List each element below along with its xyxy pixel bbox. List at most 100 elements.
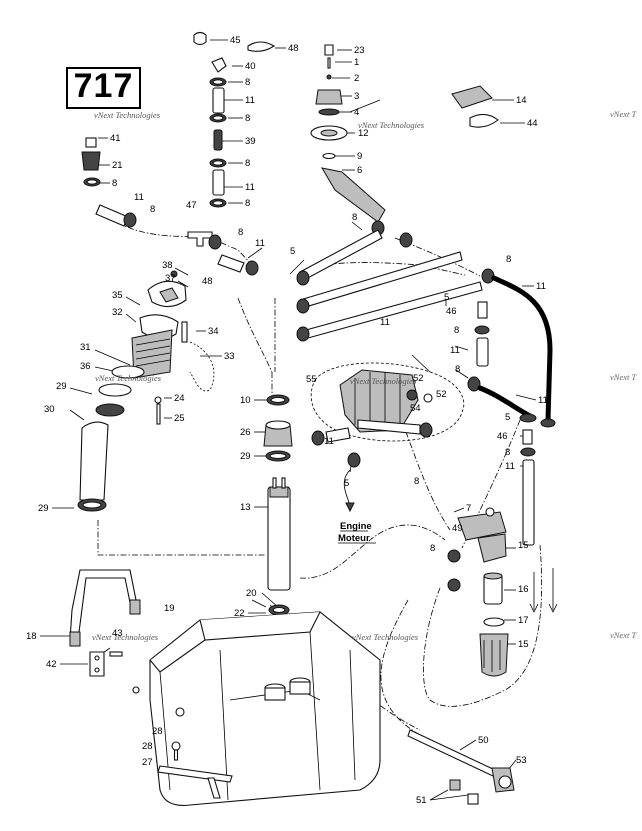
svg-text:vNext T: vNext T bbox=[610, 630, 637, 640]
callout-5: 5 bbox=[505, 412, 510, 423]
callout-44: 44 bbox=[527, 118, 538, 129]
callout-22: 22 bbox=[234, 608, 245, 619]
callout-51: 51 bbox=[416, 795, 427, 806]
callout-8: 8 bbox=[245, 113, 250, 124]
callout-11: 11 bbox=[255, 238, 265, 249]
callout-10: 10 bbox=[240, 395, 251, 406]
callout-42: 42 bbox=[46, 659, 57, 670]
callout-53: 53 bbox=[516, 755, 527, 766]
callout-8: 8 bbox=[505, 447, 510, 458]
callout-14: 14 bbox=[516, 95, 527, 106]
callout-8: 8 bbox=[238, 227, 243, 238]
callout-5: 5 bbox=[344, 478, 349, 489]
callout-11: 11 bbox=[245, 182, 255, 193]
callout-28: 28 bbox=[152, 726, 163, 737]
callout-45: 45 bbox=[230, 35, 241, 46]
callout-17: 17 bbox=[518, 615, 529, 626]
callout-20: 20 bbox=[246, 588, 257, 599]
callout-24: 24 bbox=[174, 393, 185, 404]
callout-5: 5 bbox=[444, 292, 449, 303]
vent-valve-parts bbox=[310, 44, 499, 223]
callout-43: 43 bbox=[112, 628, 123, 639]
svg-text:vNext Technologies: vNext Technologies bbox=[92, 632, 159, 642]
callout-23: 23 bbox=[354, 45, 365, 56]
callout-15: 15 bbox=[518, 540, 529, 551]
callout-38: 38 bbox=[162, 260, 173, 271]
callout-8: 8 bbox=[455, 364, 460, 375]
callout-11: 11 bbox=[505, 461, 515, 472]
callout-19: 19 bbox=[164, 603, 175, 614]
callout-34: 34 bbox=[208, 326, 219, 337]
callout-11: 11 bbox=[538, 395, 548, 406]
callout-52: 52 bbox=[436, 389, 447, 400]
svg-text:vNext Technologies: vNext Technologies bbox=[350, 376, 417, 386]
callout-11: 11 bbox=[450, 345, 460, 356]
callout-8: 8 bbox=[245, 158, 250, 169]
callout-26: 26 bbox=[240, 427, 251, 438]
callout-4: 4 bbox=[354, 107, 359, 118]
callout-8: 8 bbox=[112, 178, 117, 189]
filler-neck-assembly bbox=[77, 270, 215, 512]
callout-28: 28 bbox=[142, 741, 153, 752]
vent-line-parts bbox=[81, 31, 276, 276]
callout-11: 11 bbox=[380, 317, 390, 328]
callout-15: 15 bbox=[518, 639, 529, 650]
engine-fuel-block bbox=[310, 362, 465, 513]
callout-30: 30 bbox=[44, 404, 55, 415]
callout-27: 27 bbox=[142, 757, 153, 768]
callout-39: 39 bbox=[245, 136, 256, 147]
callout-8: 8 bbox=[150, 204, 155, 215]
callout-55: 55 bbox=[306, 374, 317, 385]
gauge-cable-parts bbox=[407, 729, 515, 805]
callout-3: 3 bbox=[354, 91, 359, 102]
center-tube-assembly bbox=[296, 220, 556, 428]
callout-37: 37 bbox=[165, 273, 176, 284]
engine-label: Engine Moteur bbox=[338, 521, 376, 544]
diagram-code: 717 bbox=[73, 67, 134, 105]
fuel-sender-parts bbox=[263, 394, 293, 616]
callout-52: 52 bbox=[413, 373, 424, 384]
callout-50: 50 bbox=[478, 735, 489, 746]
callout-41: 41 bbox=[110, 133, 121, 144]
callout-9: 9 bbox=[357, 151, 362, 162]
diagram-code-box: 717 bbox=[66, 67, 141, 109]
callout-8: 8 bbox=[506, 254, 511, 265]
svg-text:vNext Technologies: vNext Technologies bbox=[358, 120, 425, 130]
callout-6: 6 bbox=[357, 165, 362, 176]
callout-40: 40 bbox=[245, 61, 256, 72]
callout-33: 33 bbox=[224, 351, 235, 362]
svg-text:vNext T: vNext T bbox=[610, 372, 637, 382]
callout-32: 32 bbox=[112, 307, 123, 318]
callout-31: 31 bbox=[80, 342, 91, 353]
svg-text:vNext Technologies: vNext Technologies bbox=[95, 373, 162, 383]
callout-29: 29 bbox=[240, 451, 251, 462]
callout-12: 12 bbox=[358, 128, 369, 139]
callout-54: 54 bbox=[410, 403, 421, 414]
callout-21: 21 bbox=[112, 160, 123, 171]
callout-18: 18 bbox=[26, 631, 37, 642]
callout-11: 11 bbox=[536, 281, 546, 292]
callout-48: 48 bbox=[202, 276, 213, 287]
svg-text:vNext Technologies: vNext Technologies bbox=[94, 110, 161, 120]
callout-1: 1 bbox=[354, 57, 359, 68]
callout-47: 47 bbox=[186, 200, 197, 211]
callout-29: 29 bbox=[38, 503, 49, 514]
callout-8: 8 bbox=[430, 543, 435, 554]
engine-label-fr: Moteur bbox=[338, 533, 370, 544]
callout-49: 49 bbox=[452, 523, 463, 534]
callout-11: 11 bbox=[324, 436, 334, 447]
callout-5: 5 bbox=[290, 246, 295, 257]
callout-25: 25 bbox=[174, 413, 185, 424]
callout-2: 2 bbox=[354, 73, 359, 84]
svg-text:vNext T: vNext T bbox=[610, 109, 637, 119]
callout-46: 46 bbox=[446, 306, 457, 317]
fuel-tank bbox=[69, 569, 381, 806]
callout-11: 11 bbox=[245, 95, 255, 106]
callout-8: 8 bbox=[414, 476, 419, 487]
callout-11: 11 bbox=[134, 192, 144, 203]
svg-text:vNext Technologies: vNext Technologies bbox=[352, 632, 419, 642]
callout-8: 8 bbox=[454, 325, 459, 336]
callout-numbers: 45 48 40 8 11 8 39 8 11 8 41 21 8 11 8 4… bbox=[26, 35, 548, 806]
